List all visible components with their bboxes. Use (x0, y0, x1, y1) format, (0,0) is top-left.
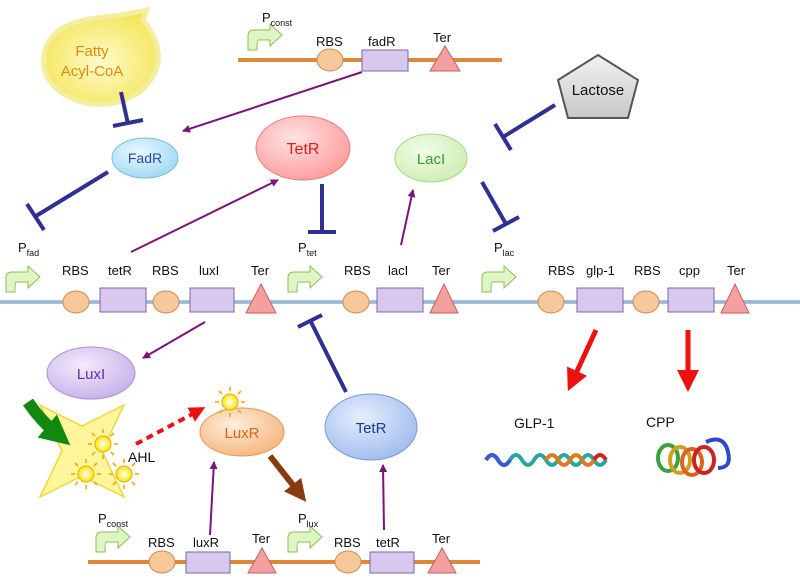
cds-label-fadr: fadR (368, 34, 395, 49)
luxi-node: LuxI (46, 346, 136, 400)
glp1-protein-label: GLP-1 (514, 415, 555, 431)
cds-label-luxr: luxR (193, 535, 219, 550)
cds-luxr (185, 551, 231, 574)
terminator-shape (247, 546, 277, 574)
promoter-fad (5, 265, 41, 293)
promoter-lac (481, 265, 517, 293)
tetr-top-node: TetR (255, 115, 351, 181)
rbs-label: RBS (548, 263, 575, 278)
cpp-helix-icon (656, 437, 731, 477)
luxr-label: LuxR (224, 425, 259, 442)
rbs-label: RBS (316, 34, 343, 49)
terminator-label: Ter (432, 263, 451, 278)
promoter-lux-label: Plux (298, 511, 319, 529)
cds-cpp (667, 287, 715, 313)
rbs-label: RBS (152, 263, 179, 278)
rbs-shape (632, 290, 660, 314)
promoter-tet (287, 265, 323, 293)
cds-label-tetr: tetR (108, 263, 132, 278)
rbs-label: RBS (344, 263, 371, 278)
promoter-const-bottom (95, 525, 131, 553)
cds-label-laci: lacI (388, 263, 408, 278)
cds-fadr (361, 49, 409, 72)
rbs-label: RBS (62, 263, 89, 278)
rbs-label: RBS (148, 535, 175, 550)
fatty-acyl-coa-line1: Fatty (75, 43, 109, 60)
rbs-shape (342, 290, 370, 314)
ahl-label: AHL (128, 449, 155, 465)
cds-tetr-bottom (369, 551, 415, 574)
rbs-shape (152, 290, 180, 314)
terminator-label: Ter (727, 263, 746, 278)
rbs-shape (148, 550, 176, 574)
terminator-shape (427, 546, 457, 574)
terminator-label: Ter (252, 531, 271, 546)
promoter-label: Pconst (98, 511, 129, 529)
fadr-node: FadR (111, 137, 179, 179)
tetr-bottom-node: TetR (324, 393, 418, 461)
cds-tetr (99, 287, 147, 313)
rbs-shape (62, 290, 90, 314)
promoter-lac-label: Plac (494, 240, 515, 258)
lactose-node: Lactose (556, 53, 640, 119)
lactose-label: Lactose (572, 82, 625, 99)
terminator-shape (245, 282, 277, 314)
luxi-to-ahl-edge (23, 398, 71, 446)
tetr-bottom-label: TetR (356, 420, 387, 437)
rbs-label: RBS (634, 263, 661, 278)
operon-bottom: Pconst RBS luxR Ter Plux RBS tetR Ter (88, 511, 480, 574)
terminator-label: Ter (433, 30, 452, 45)
rbs-shape (537, 290, 565, 314)
cds-glp1 (576, 287, 624, 313)
luxr-to-plux-edge (267, 454, 307, 502)
ahl-node: AHL (38, 403, 155, 499)
cds-laci (376, 287, 424, 313)
laci-label: LacI (417, 151, 445, 168)
terminator-shape (429, 282, 459, 314)
fatty-acyl-coa-node: Fatty Acyl-CoA (41, 6, 161, 107)
promoter-tet-label: Ptet (298, 240, 317, 258)
cpp-protein-label: CPP (646, 414, 675, 430)
cds-label-cpp: cpp (679, 263, 700, 278)
fatty-acyl-coa-line2: Acyl-CoA (61, 63, 124, 80)
tetr-top-label: TetR (287, 141, 320, 158)
inhibition-edges (25, 91, 557, 393)
terminator-label: Ter (251, 263, 270, 278)
promoter-fad-label: Pfad (18, 240, 39, 258)
expression-edges (567, 328, 699, 392)
promoter-label: Pconst (262, 10, 293, 28)
cds-label-glp1: glp-1 (586, 263, 615, 278)
activation-edges (130, 71, 416, 536)
luxr-node: LuxR (199, 407, 285, 457)
promoter-lux (287, 525, 323, 553)
luxi-label: LuxI (77, 366, 105, 383)
fadr-label: FadR (128, 150, 162, 166)
cds-label-tetr-bottom: tetR (376, 535, 400, 550)
terminator-shape (720, 282, 750, 314)
rbs-label: RBS (334, 535, 361, 550)
rbs-shape (316, 48, 344, 72)
operon-main: Pfad RBS tetR RBS luxI Ter Ptet RBS lacI… (0, 240, 800, 314)
terminator-shape (429, 45, 461, 72)
glp1-helix-icon (484, 453, 608, 467)
ahl-to-luxr-edge (135, 407, 206, 446)
cds-label-luxi: luxI (199, 263, 219, 278)
rbs-shape (334, 550, 362, 574)
operon-fadr: Pconst RBS fadR Ter (238, 10, 502, 72)
laci-node: LacI (394, 133, 468, 183)
cds-luxi (189, 287, 235, 313)
terminator-label: Ter (432, 531, 451, 546)
